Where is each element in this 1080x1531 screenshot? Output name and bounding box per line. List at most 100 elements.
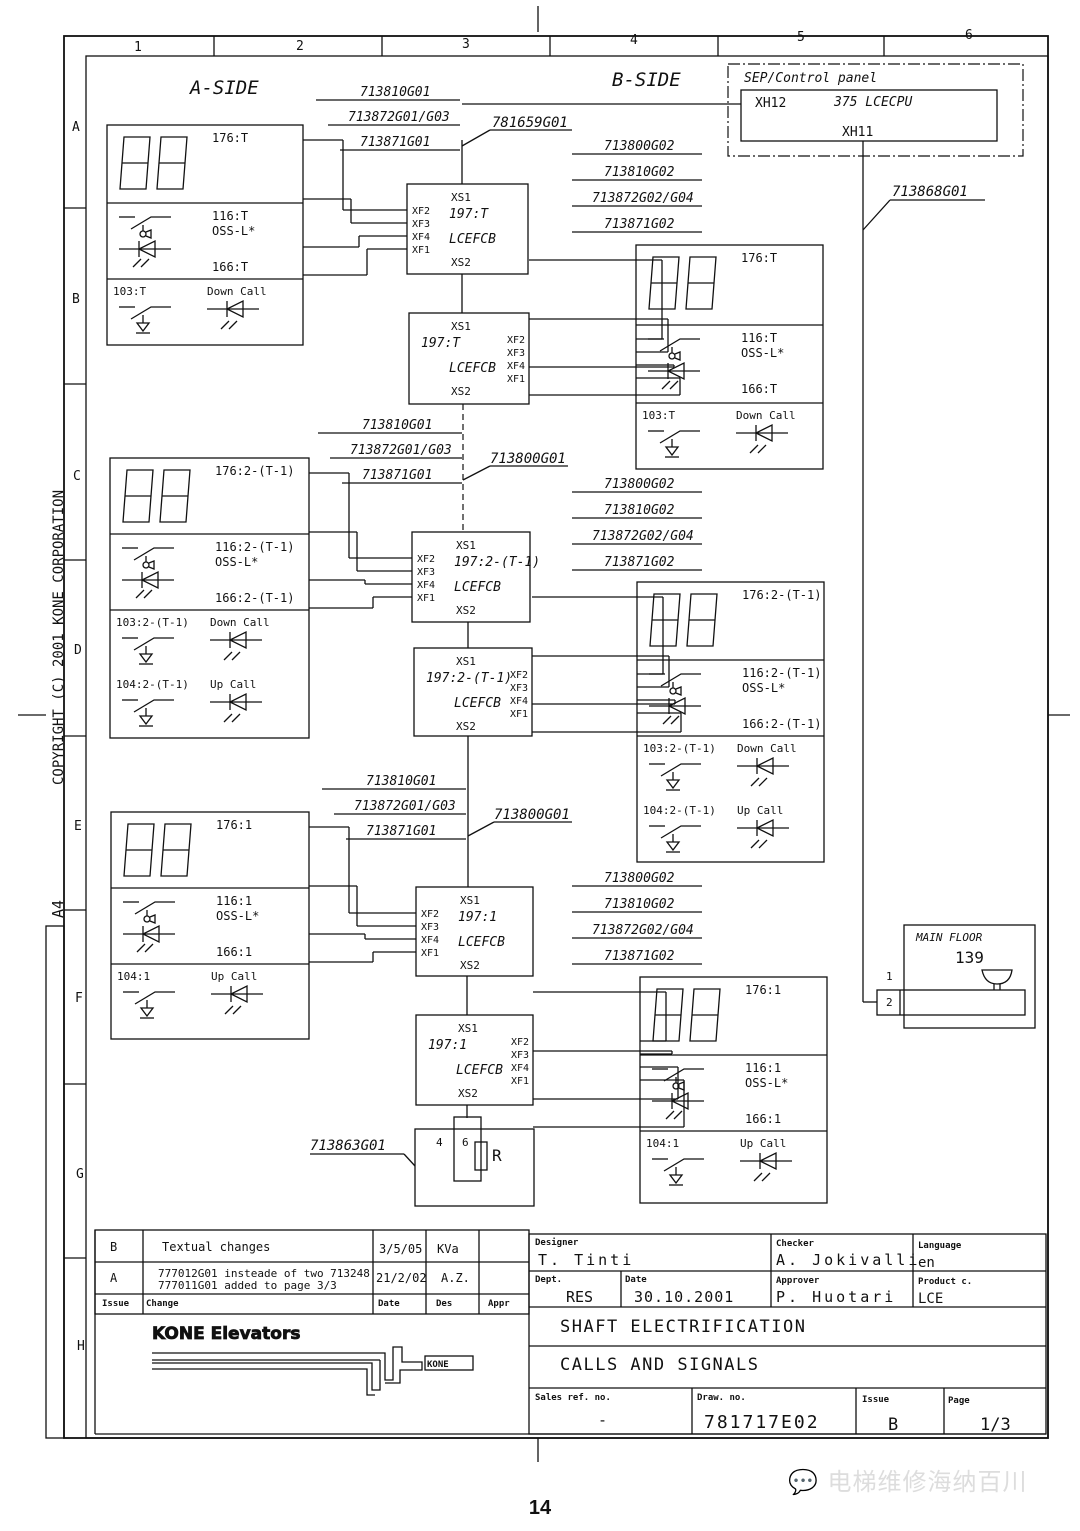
row-ruler: A B C D E F G H [64,120,86,1354]
pin-label: 6 [462,1136,469,1149]
board-type-label: LCEFCB [449,361,496,376]
port-label: XF1 [417,593,435,604]
port-label: XF2 [417,554,435,565]
cable-label: 713800G01 [490,451,566,467]
push-button-icon [652,1158,704,1186]
push-button-icon [649,763,701,791]
row-label: B [72,292,80,307]
button-id-label: 103:T [113,285,146,298]
page-value: 1/3 [980,1415,1011,1435]
port-label: XF2 [510,670,528,681]
call-led-icon [737,818,789,849]
xs1-connector-label: XS1 [456,539,476,552]
kone-mark: KONE [427,1360,449,1370]
column-label: 5 [797,30,805,45]
gong-icon [981,969,1013,985]
terminal-1: 1 [886,970,893,983]
cable-label: 713872G02/G04 [592,923,694,938]
position-indicator-label: 176:T [741,251,777,265]
seven-segment-display-icon [649,593,718,647]
cable-label: 713810G01 [366,774,436,789]
language-value: en [918,1255,935,1271]
terminal-2: 2 [886,996,893,1009]
cable-label: 713872G02/G04 [592,191,694,206]
approver-label: Approver [776,1276,820,1286]
column-ruler: 1 2 3 4 5 6 [134,28,973,56]
arrival-lamp-icon [119,216,171,268]
board-type-label: LCEFCB [449,232,496,247]
board-type-label: LCEFCB [456,1063,503,1078]
board-id-label: 197:T [421,336,461,351]
control-panel-title: SEP/Control panel [744,71,877,86]
xs2-connector-label: XS2 [456,720,476,733]
gong-label: 166:1 [216,945,252,959]
port-label: XF4 [507,361,525,372]
kone-elevators-text: KONE Elevators [152,1324,300,1344]
drawing-subtitle: CALLS AND SIGNALS [560,1355,760,1375]
arrival-lamp-label: OSS-L* [216,909,259,923]
port-label: XF4 [412,232,430,243]
arrival-lamp-icon [649,673,701,725]
revision-change: 777012G01 insteade of two 713248 [158,1267,370,1280]
row-label: G [76,1167,84,1182]
row-label: H [77,1339,85,1354]
port-label: XF1 [507,374,525,385]
call-led-icon [736,423,788,454]
revision-header: Change [146,1299,179,1309]
revision-date: 3/5/05 [379,1242,422,1256]
cable-label: 713810G02 [604,897,675,912]
push-button-icon [648,430,700,458]
resistor-icon [474,1141,488,1171]
revision-change: Textual changes [162,1240,270,1254]
xh12-label: XH12 [755,96,786,111]
date-label: Date [625,1275,647,1285]
lamp-label: 116:T [741,331,777,345]
port-label: XF3 [510,683,528,694]
call-led-icon [737,756,789,787]
issue-value: B [888,1415,898,1435]
push-button-icon [119,306,171,334]
port-label: XF1 [510,709,528,720]
xs1-connector-label: XS1 [458,1022,478,1035]
call-led-icon [740,1151,792,1182]
date-value: 30.10.2001 [634,1288,734,1306]
call-type-label: Up Call [211,970,257,983]
revision-issue: A [110,1271,118,1285]
cable-label: 713871G02 [604,555,675,570]
position-indicator-label: 176:2-(T-1) [742,588,821,602]
arrival-lamp-label: OSS-L* [215,555,258,569]
xs2-connector-label: XS2 [451,256,471,269]
xs2-connector-label: XS2 [451,385,471,398]
port-label: XF2 [412,206,430,217]
port-label: XF1 [412,245,430,256]
wechat-icon: 💬 [788,1468,819,1496]
call-led-icon [211,984,263,1015]
button-id-label: 104:1 [646,1137,679,1150]
gong-label: 166:2-(T-1) [215,591,294,605]
gong-label: 166:T [741,382,777,396]
port-label: XF4 [510,696,528,707]
dept-value: RES [566,1288,593,1306]
position-indicator-label: 176:1 [745,983,781,997]
xs1-connector-label: XS1 [460,894,480,907]
watermark: 💬 电梯维修海纳百川 [788,1462,1028,1497]
arrival-lamp-label: OSS-L* [741,346,784,360]
outer-frame [63,35,1049,1439]
revision-issue: B [110,1240,117,1254]
column-label: 4 [630,33,638,48]
checker-value: A. Jokivalli [776,1251,920,1269]
lamp-label: 116:1 [745,1061,781,1075]
cable-label: 713810G02 [604,503,675,518]
arrival-lamp-label: OSS-L* [742,681,785,695]
arrival-lamp-label: OSS-L* [212,224,255,238]
sales-ref-label: Sales ref. no. [535,1393,611,1403]
dept-label: Dept. [535,1275,562,1285]
call-type-label: Down Call [207,285,267,298]
position-indicator-label: 176:T [212,131,248,145]
pin-label: 4 [436,1136,443,1149]
cable-label: 713872G01/G03 [354,799,456,814]
lamp-label: 116:2-(T-1) [742,666,821,680]
